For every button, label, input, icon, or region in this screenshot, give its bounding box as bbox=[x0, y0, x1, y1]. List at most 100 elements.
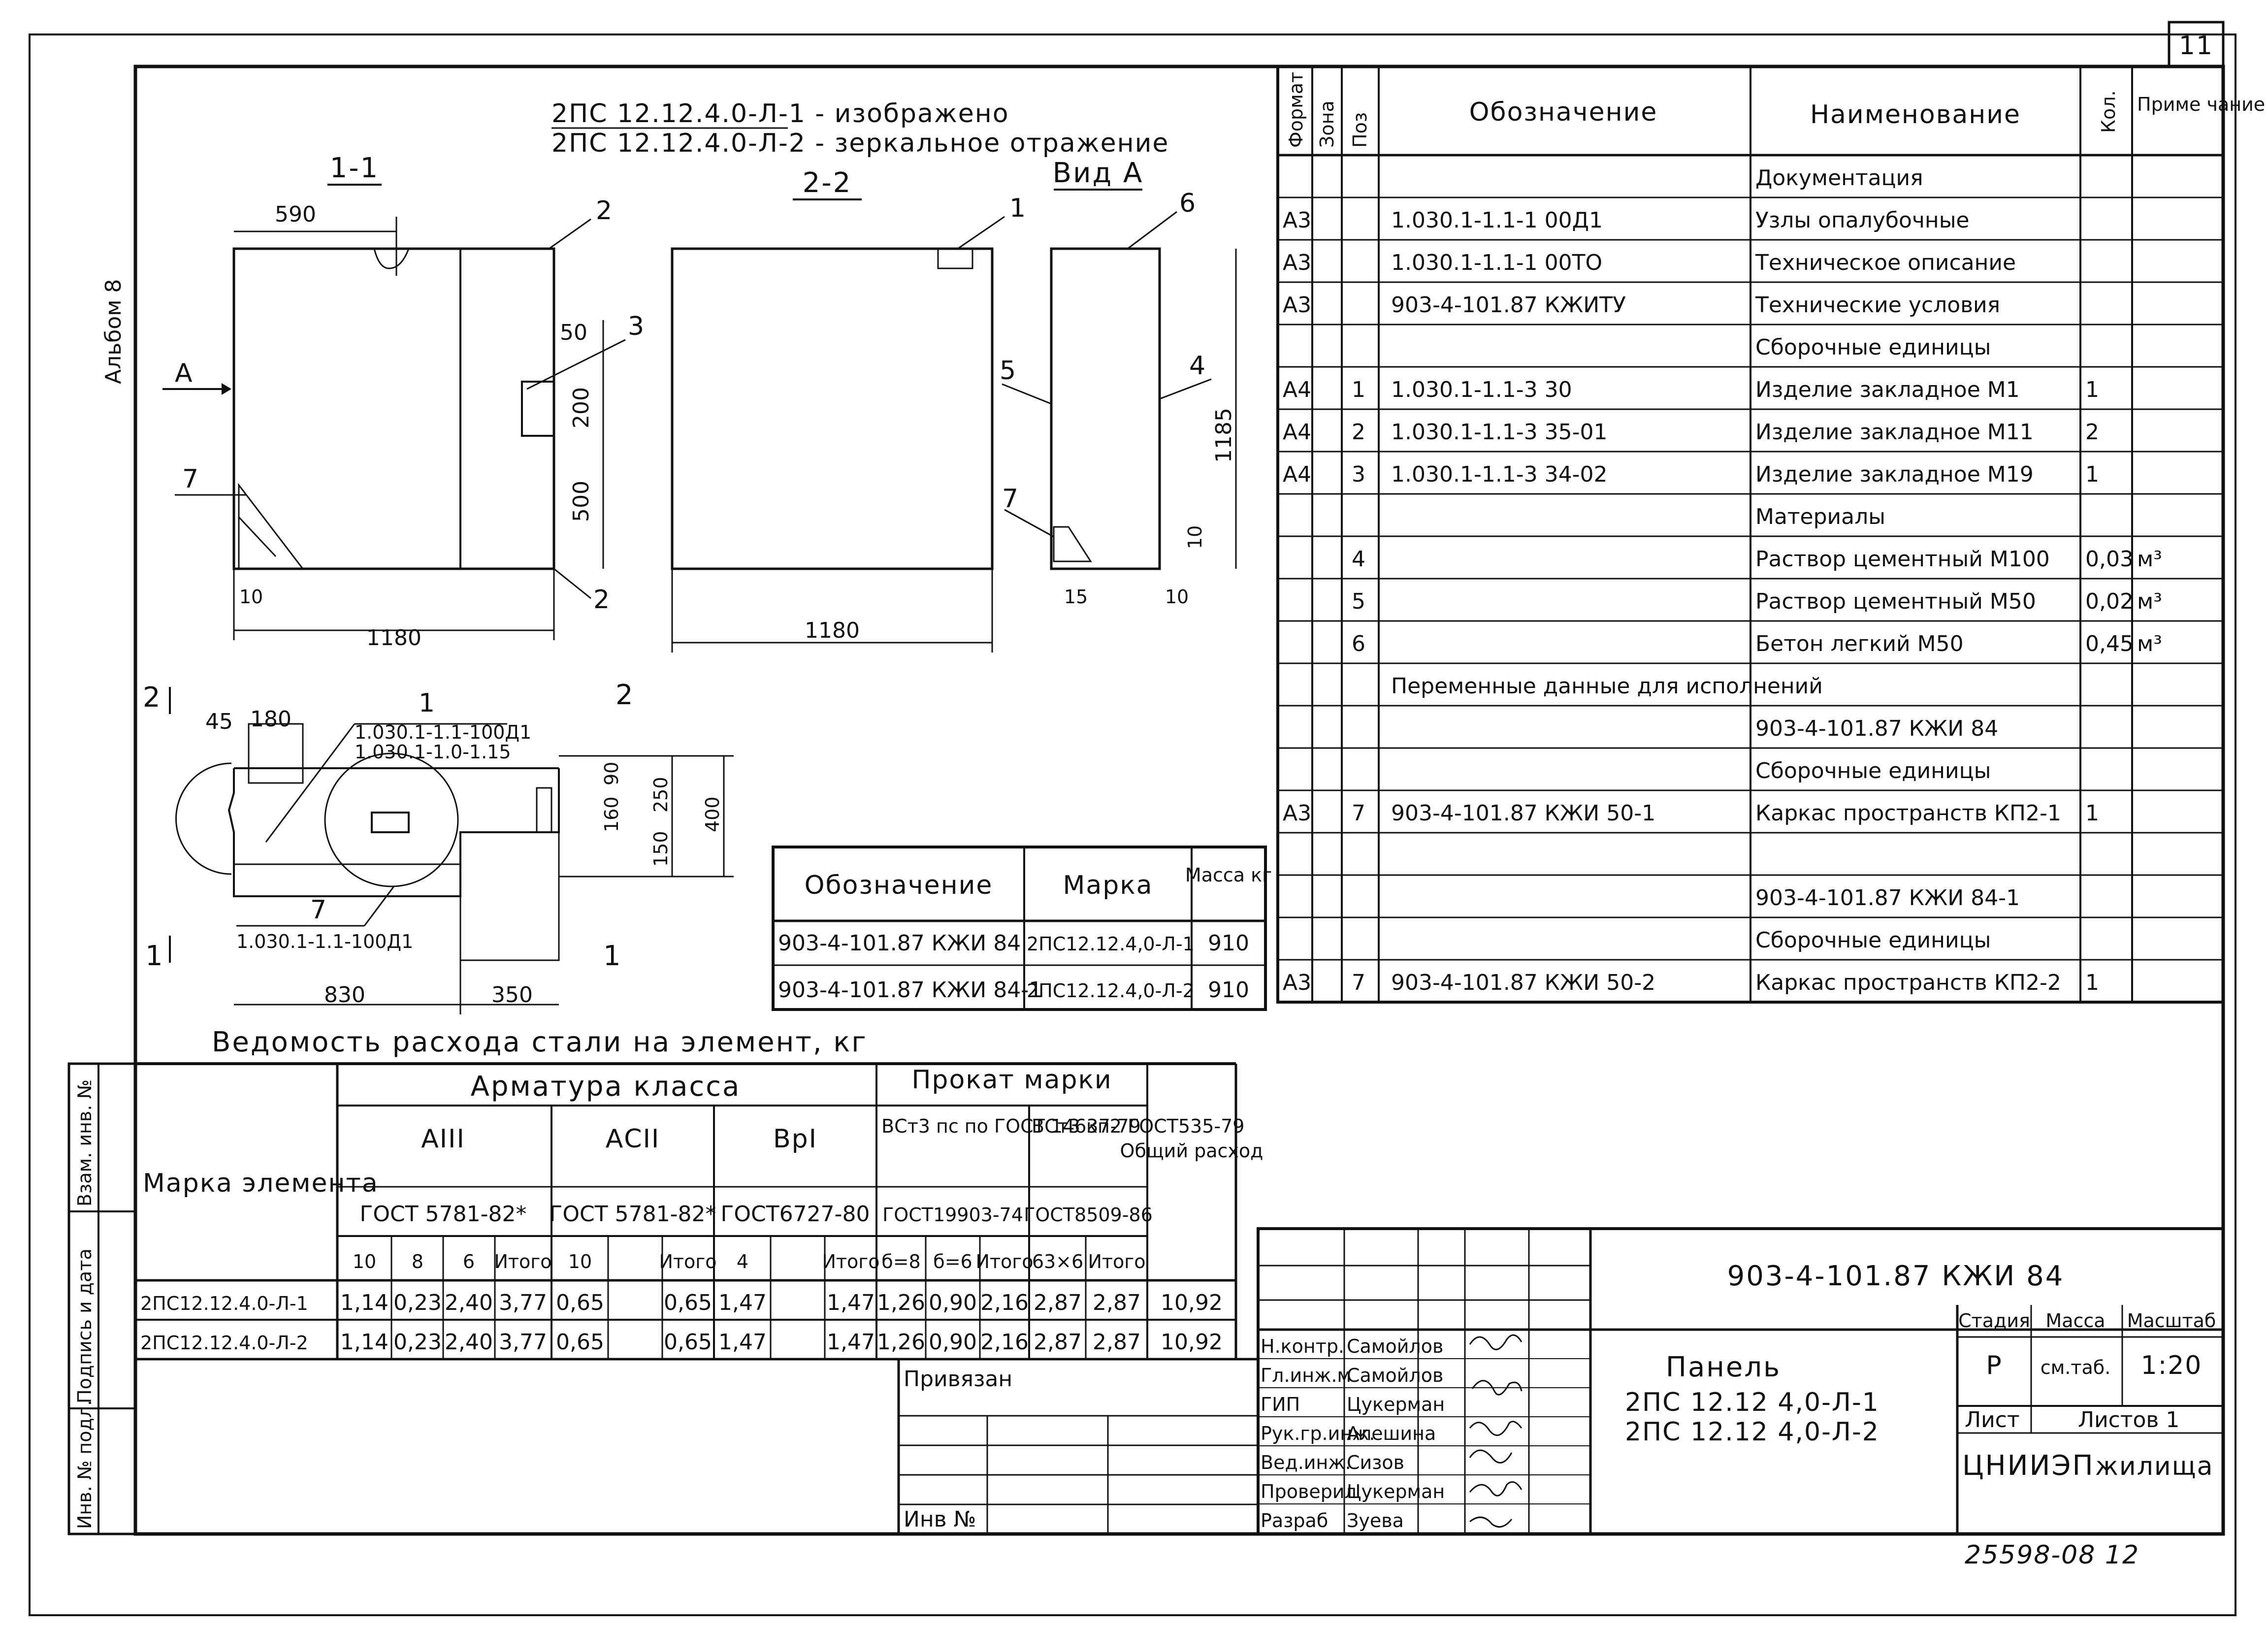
steel-gost-3: ГОСТ6727-80 bbox=[721, 1202, 870, 1227]
signature-1 bbox=[1469, 1334, 1523, 1350]
spec-cell: 1.030.1-1.1-1 00Д1 bbox=[1391, 208, 1603, 233]
steel-cell: 2,87 bbox=[1034, 1330, 1082, 1355]
steel-subheader: 4 bbox=[737, 1251, 748, 1272]
steel-cell: 1,47 bbox=[718, 1290, 767, 1315]
outer-trim-frame bbox=[29, 33, 2236, 1616]
steel-cell: 2ПС12.12.4.0-Л-1 bbox=[140, 1293, 308, 1314]
steel-prokat-header: Прокат марки bbox=[911, 1065, 1112, 1095]
dim-10-c: 10 bbox=[1184, 525, 1206, 549]
callout-5: 5 bbox=[1000, 356, 1017, 386]
steel-cell: 1,14 bbox=[340, 1330, 389, 1355]
steel-armatura-header: Арматура класса bbox=[471, 1071, 741, 1103]
steel-total-header: Общий расход bbox=[1120, 1140, 1264, 1162]
plan-riser bbox=[536, 787, 552, 833]
steel-gost-2: ГОСТ 5781-82* bbox=[550, 1202, 716, 1227]
title-mass-header: Масса bbox=[2045, 1310, 2105, 1332]
title-name: Панель bbox=[1666, 1351, 1781, 1383]
dim-830: 830 bbox=[324, 982, 365, 1008]
steel-subheader: Итого bbox=[659, 1251, 716, 1272]
steel-cell: 1,14 bbox=[340, 1290, 389, 1315]
signature-2 bbox=[1471, 1380, 1523, 1396]
spec-cell: м³ bbox=[2137, 589, 2162, 614]
steel-cell: 0,90 bbox=[929, 1290, 977, 1315]
steel-table: Ведомость расхода стали на элемент, кг М… bbox=[135, 1026, 1264, 1361]
callout-1-plan: 1 bbox=[419, 688, 436, 718]
spec-cell: А4 bbox=[1283, 377, 1311, 402]
steel-vst3ps: ВСт3 пс по ГОСТ 14637-79 bbox=[881, 1115, 1141, 1137]
dim-350: 350 bbox=[491, 982, 533, 1008]
spec-cell: 2 bbox=[1352, 420, 1365, 445]
steel-subheader: Итого bbox=[975, 1251, 1033, 1272]
spec-cell: 903-4-101.87 КЖИ 50-1 bbox=[1391, 801, 1655, 826]
steel-cell: 0,65 bbox=[664, 1330, 712, 1355]
dim-180: 180 bbox=[250, 707, 292, 732]
embedded-part-1 bbox=[937, 248, 973, 269]
spec-cell: А3 bbox=[1283, 801, 1311, 826]
steel-subheader: 10 bbox=[353, 1251, 376, 1272]
title-code: 903-4-101.87 КЖИ 84 bbox=[1727, 1260, 2065, 1292]
header-note-1: 2ПС 12.12.4.0-Л-1 - изображено bbox=[551, 99, 1009, 129]
spec-header-format: Формат bbox=[1285, 72, 1307, 148]
spec-cell: 1 bbox=[2085, 801, 2099, 826]
leader-2-bottom bbox=[553, 568, 591, 599]
view-a-corner-7 bbox=[1053, 526, 1092, 562]
mass-header-mass: Масса кг bbox=[1185, 864, 1272, 886]
mass-row2-designation: 903-4-101.87 КЖИ 84-1 bbox=[778, 977, 1042, 1003]
steel-subheader: Итого bbox=[822, 1251, 879, 1272]
dim-15: 15 bbox=[1064, 586, 1088, 608]
view-arrow-a-head bbox=[222, 383, 231, 395]
mass-row1-designation: 903-4-101.87 КЖИ 84 bbox=[778, 931, 1021, 956]
spec-cell: 1 bbox=[2085, 970, 2099, 995]
callout-3: 3 bbox=[628, 312, 645, 341]
steel-gost-1: ГОСТ 5781-82* bbox=[360, 1202, 527, 1227]
spec-cell: Бетон легкий М50 bbox=[1755, 631, 1964, 656]
spec-cell: Сборочные единицы bbox=[1755, 335, 1991, 360]
mass-row1-mass: 910 bbox=[1208, 931, 1249, 956]
panel-outline-2-2 bbox=[671, 247, 994, 570]
steel-cell: 2,87 bbox=[1034, 1290, 1082, 1315]
view-arrow-a-label: А bbox=[175, 358, 194, 388]
steel-subheader: 10 bbox=[568, 1251, 592, 1272]
section-2-2-view: 2-2 1 1180 bbox=[671, 167, 1026, 652]
cut-mark-2-right: 2 bbox=[616, 679, 635, 711]
title-stage: Р bbox=[1986, 1351, 2002, 1380]
binding-box: Привязан Инв № bbox=[897, 1358, 1260, 1535]
view-a-label: Вид А bbox=[1053, 157, 1144, 189]
title-org-2: жилища bbox=[2095, 1452, 2214, 1481]
steel-subheader: Итого bbox=[1088, 1251, 1145, 1272]
album-label: Альбом 8 bbox=[101, 279, 126, 384]
specification-table: Формат Зона Поз Обозначение Наименование… bbox=[1276, 65, 2265, 1004]
spec-cell: 0,03 bbox=[2085, 547, 2134, 572]
dim-10-b: 10 bbox=[1165, 586, 1189, 608]
spec-cell: Раствор цементный М100 bbox=[1755, 547, 2050, 572]
section-1-1-label: 1-1 bbox=[330, 152, 379, 184]
section-1-1-view: 1-1 590 1180 10 50 200 500 А 2 3 2 7 bbox=[162, 152, 645, 651]
plan-leader-7 bbox=[363, 886, 395, 926]
steel-cell: 2,87 bbox=[1093, 1290, 1141, 1315]
mass-header-mark: Марка bbox=[1063, 871, 1153, 900]
strip-podpis: Подпись и дата bbox=[74, 1248, 96, 1403]
spec-cell: Каркас пространств КП2-2 bbox=[1755, 970, 2061, 995]
callout-2-top: 2 bbox=[596, 196, 613, 226]
steel-cell: 2ПС12.12.4.0-Л-2 bbox=[140, 1332, 308, 1354]
callout-2-bottom: 2 bbox=[593, 585, 611, 615]
title-mass: см.таб. bbox=[2041, 1357, 2111, 1378]
spec-header-pos: Поз bbox=[1349, 112, 1371, 148]
steel-subheader: 6 bbox=[463, 1251, 475, 1272]
steel-cell: 0,65 bbox=[556, 1330, 604, 1355]
mass-row2-mass: 910 bbox=[1208, 977, 1249, 1003]
steel-cell: 2,40 bbox=[445, 1330, 493, 1355]
steel-cell: 0,65 bbox=[556, 1290, 604, 1315]
spec-cell: 3 bbox=[1352, 462, 1365, 487]
dim-500: 500 bbox=[569, 481, 594, 522]
sheet-number: 11 bbox=[2179, 31, 2213, 61]
signature-6 bbox=[1469, 1516, 1513, 1528]
steel-cell: 10,92 bbox=[1161, 1330, 1223, 1355]
steel-cell: 10,92 bbox=[1161, 1290, 1223, 1315]
spec-cell: Изделие закладное М19 bbox=[1755, 462, 2034, 487]
spec-cell: А3 bbox=[1283, 293, 1311, 318]
steel-a3: АIII bbox=[421, 1124, 465, 1154]
corner-detail-7 bbox=[238, 483, 305, 570]
steel-cell: 0,65 bbox=[664, 1290, 712, 1315]
spec-cell: 903-4-101.87 КЖИ 50-2 bbox=[1391, 970, 1655, 995]
